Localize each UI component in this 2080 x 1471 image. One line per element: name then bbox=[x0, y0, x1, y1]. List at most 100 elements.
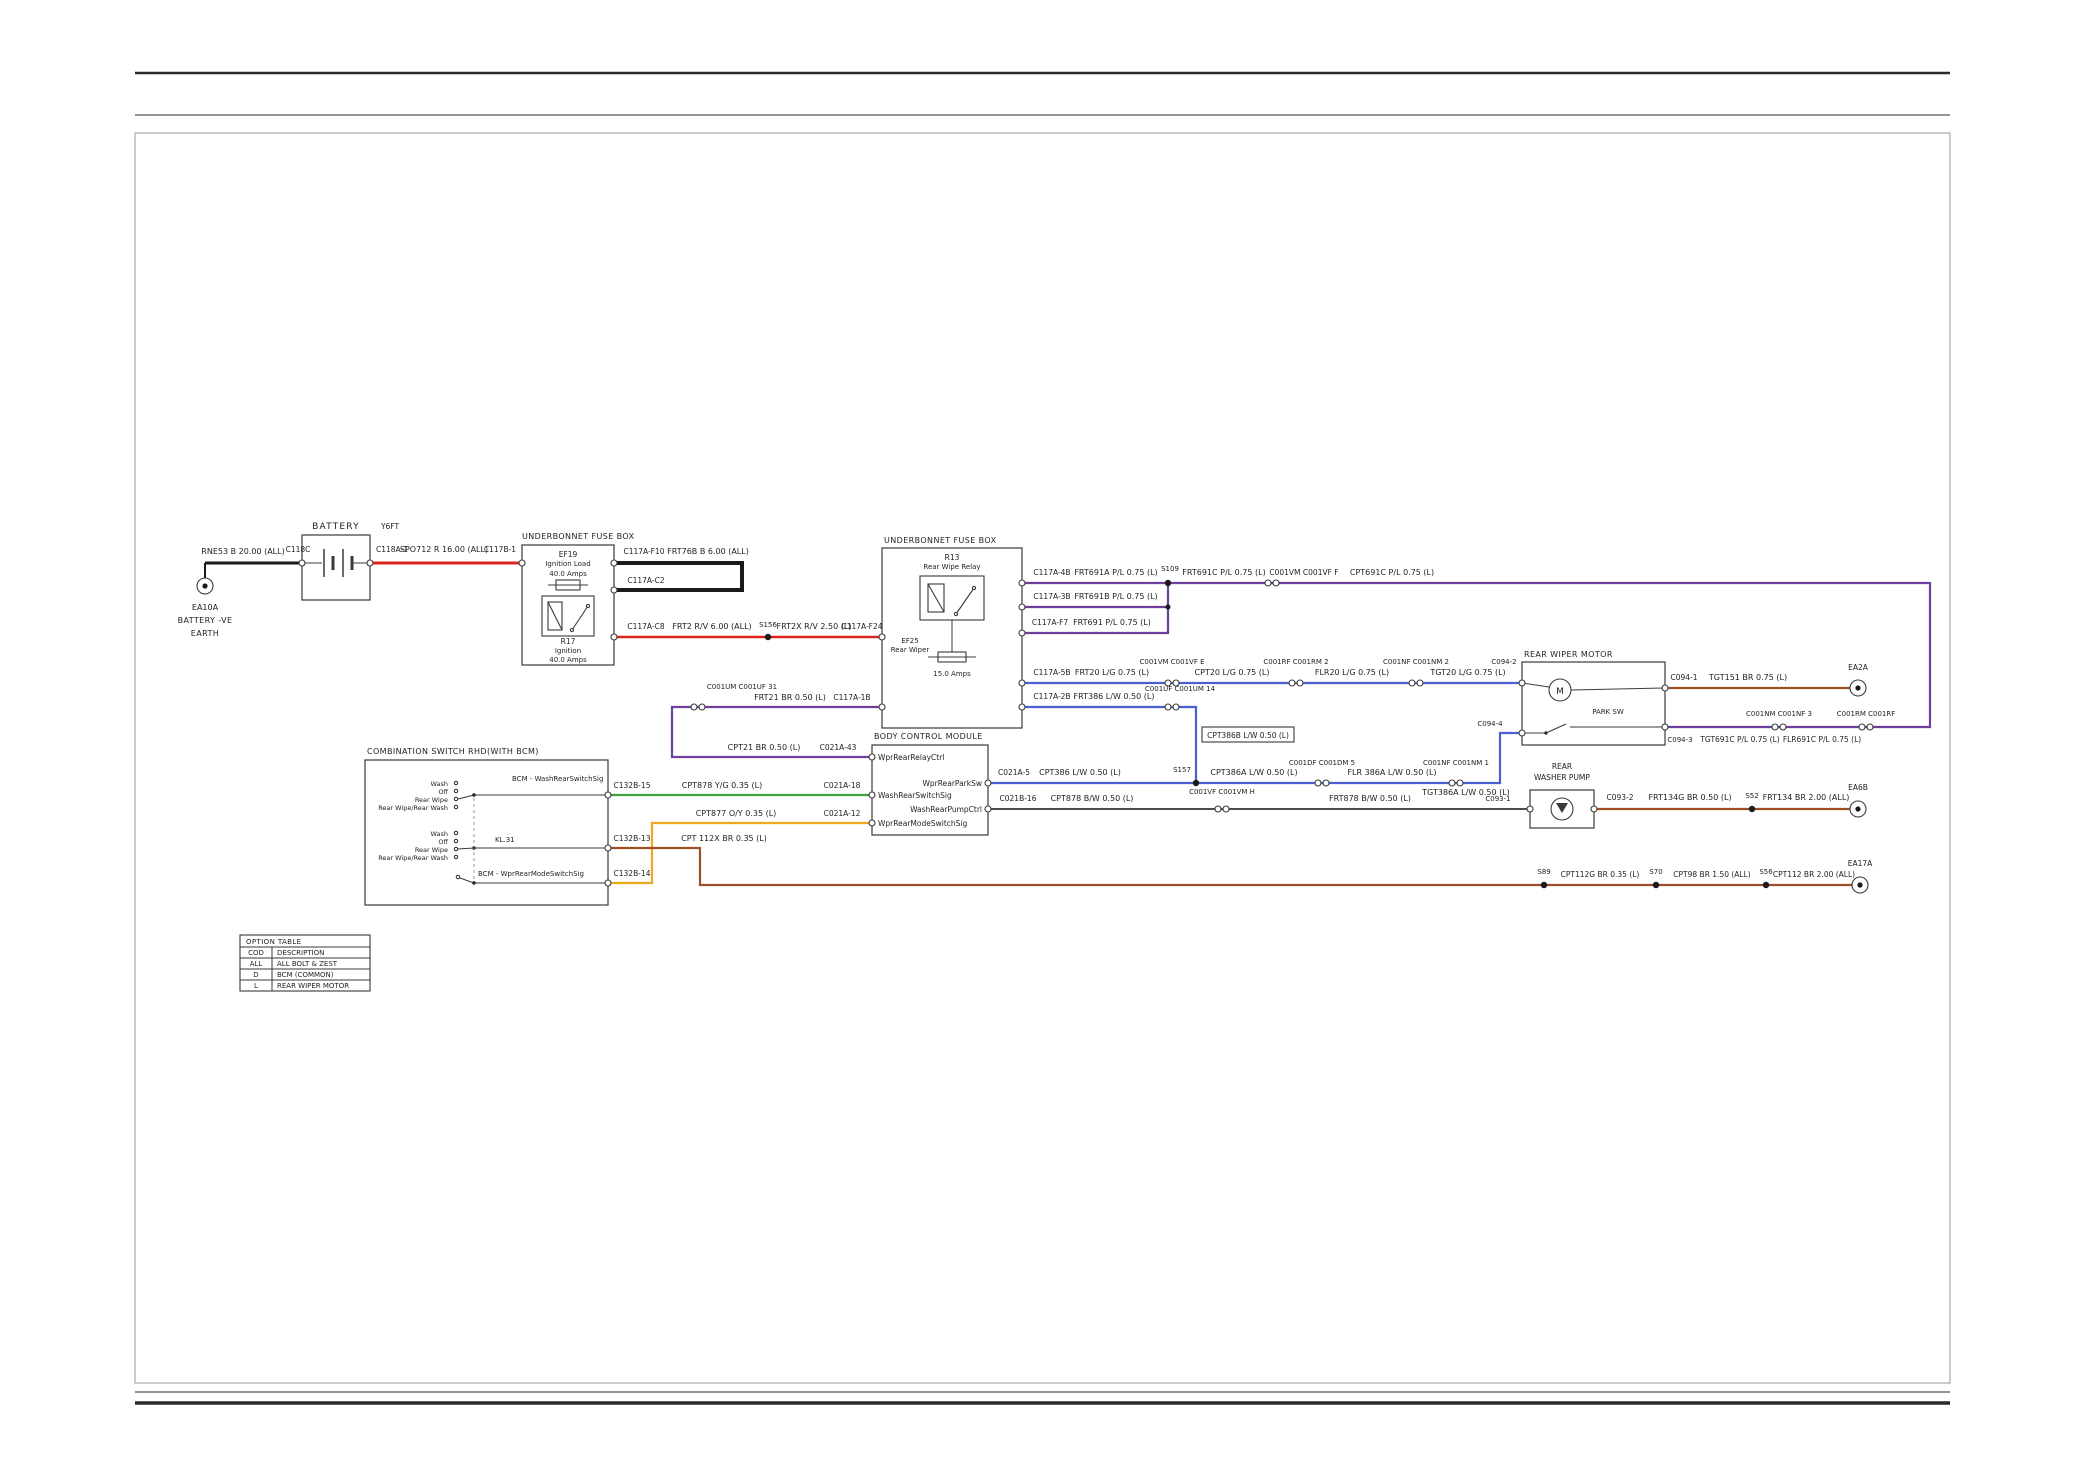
wire-cpt877 bbox=[608, 821, 872, 885]
label-tgt151: TGT151 BR 0.75 (L) bbox=[1708, 673, 1787, 682]
option-row-l-desc: REAR WIPER MOTOR bbox=[277, 982, 349, 990]
fusebox2-relay-id: R13 bbox=[945, 553, 960, 562]
conn-c094-4 bbox=[1518, 729, 1526, 737]
label-tgt386a: TGT386A L/W 0.50 (L) bbox=[1421, 788, 1510, 797]
fusebox2-fuse-name: Rear Wiper bbox=[891, 646, 930, 654]
conn-c001nm3-label: C001NM C001NF 3 bbox=[1746, 710, 1812, 718]
conn-c001vm-e bbox=[1164, 679, 1172, 687]
label-flr20: FLR20 L/G 0.75 (L) bbox=[1315, 668, 1389, 677]
option-row-l-code: L bbox=[254, 982, 258, 990]
label-cpt691c: CPT691C P/L 0.75 (L) bbox=[1350, 568, 1434, 577]
splice-s109-label: S109 bbox=[1161, 565, 1179, 573]
wiper-motor-box bbox=[1521, 661, 1666, 746]
conn-c117b1 bbox=[518, 559, 526, 567]
label-cpt877: CPT877 O/Y 0.35 (L) bbox=[696, 809, 777, 818]
label-frt386: FRT386 L/W 0.50 (L) bbox=[1074, 692, 1155, 701]
ground-ea17a: EA17A bbox=[1848, 859, 1873, 894]
conn-c132b14 bbox=[604, 879, 612, 887]
conn-c001nf1-label: C001NF C001NM 1 bbox=[1423, 759, 1489, 767]
label-frt691c: FRT691C P/L 0.75 (L) bbox=[1182, 568, 1265, 577]
ground-ea10a: EA10A BATTERY -VE EARTH bbox=[178, 577, 233, 638]
ground-ea10a-name1: BATTERY -VE bbox=[178, 616, 233, 625]
splice-s52 bbox=[1748, 805, 1756, 813]
conn-c117ac2 bbox=[610, 586, 618, 594]
fusebox1-fuse-name: Ignition Load bbox=[545, 560, 590, 568]
conn-c001nf-1 bbox=[1448, 779, 1456, 787]
conn-c117ac2-label: C117A-C2 bbox=[627, 576, 664, 585]
option-row-all-desc: ALL BOLT & ZEST bbox=[277, 960, 338, 968]
washer-pump-title2: WASHER PUMP bbox=[1534, 773, 1590, 782]
fusebox2-title: UNDERBONNET FUSE BOX bbox=[884, 536, 997, 545]
conn-c117a5b-label: C117A-5B bbox=[1033, 668, 1070, 677]
fusebox1-box bbox=[521, 544, 615, 666]
fusebox2-fuse-id: EF25 bbox=[901, 637, 918, 645]
label-frt2: FRT2 R/V 6.00 (ALL) bbox=[672, 622, 751, 631]
wire-frt691 bbox=[1022, 607, 1170, 635]
conn-c094-3-label: C094-3 bbox=[1667, 736, 1692, 744]
bcm-title: BODY CONTROL MODULE bbox=[874, 732, 983, 741]
conn-c117af7 bbox=[1018, 629, 1026, 637]
option-table-title: OPTION TABLE bbox=[246, 938, 302, 946]
splice-s156 bbox=[764, 633, 772, 641]
switch-symbol-1 bbox=[453, 780, 608, 810]
conn-c094-2-label: C094-2 bbox=[1491, 658, 1516, 666]
bcm-component: BODY CONTROL MODULE WprRearRelayCtrl Wpr… bbox=[871, 732, 989, 836]
fusebox2-fuse-rating: 15.0 Amps bbox=[933, 670, 971, 678]
rear-washer-pump-component: REAR WASHER PUMP bbox=[1529, 762, 1595, 829]
option-table-col1: COD bbox=[248, 949, 264, 957]
conn-c001rm bbox=[1858, 723, 1866, 731]
conn-c117a2b-label: C117A-2B bbox=[1033, 692, 1070, 701]
option-table-border bbox=[239, 934, 371, 992]
label-cpt21: CPT21 BR 0.50 (L) bbox=[728, 743, 801, 752]
wire-frt76b bbox=[614, 561, 744, 592]
label-flr386a: FLR 386A L/W 0.50 (L) bbox=[1347, 768, 1436, 777]
conn-c132b13 bbox=[604, 844, 612, 852]
label-frt21: FRT21 BR 0.50 (L) bbox=[754, 693, 826, 702]
conn-c094-2 bbox=[1518, 679, 1526, 687]
rear-wiper-motor-component: REAR WIPER MOTOR M PARK SW bbox=[1521, 650, 1666, 746]
comb-switch-box bbox=[364, 759, 609, 906]
fusebox1-relay-id: R17 bbox=[561, 637, 576, 646]
label-frt691a: FRT691A P/L 0.75 (L) bbox=[1074, 568, 1157, 577]
conn-c117a3b bbox=[1018, 603, 1026, 611]
label-tgt20: TGT20 L/G 0.75 (L) bbox=[1429, 668, 1505, 677]
conn-c021a18 bbox=[868, 791, 876, 799]
conn-c118c bbox=[298, 559, 306, 567]
conn-c117a1b bbox=[878, 703, 886, 711]
conn-c001nf2-label: C001NF C001NM 2 bbox=[1383, 658, 1449, 666]
label-cpt20: CPT20 L/G 0.75 (L) bbox=[1195, 668, 1270, 677]
wire-frt21-cpt21 bbox=[670, 705, 882, 759]
conn-c117a4b bbox=[1018, 579, 1026, 587]
kl31-label: KL.31 bbox=[495, 836, 515, 844]
conn-c021a5 bbox=[984, 779, 992, 787]
fusebox2-component: UNDERBONNET FUSE BOX R13 Rear Wipe Relay… bbox=[881, 536, 1023, 729]
conn-c132b13-label: C132B-13 bbox=[614, 834, 651, 843]
conn-c021a43-label: C021A-43 bbox=[820, 743, 857, 752]
sw1-pos-wipewash: Rear Wipe/Rear Wash bbox=[378, 804, 448, 812]
conn-c117ac8 bbox=[610, 633, 618, 641]
option-row-all-code: ALL bbox=[250, 960, 263, 968]
conn-c001vf-h bbox=[1214, 805, 1222, 813]
conn-c094-3 bbox=[1661, 723, 1669, 731]
fusebox1-fuse-rating: 40.0 Amps bbox=[549, 570, 587, 578]
splice-s89-label: S89 bbox=[1537, 868, 1550, 876]
bcm-box bbox=[871, 744, 989, 836]
switch-symbol-2 bbox=[453, 830, 608, 860]
relay-symbol-r17 bbox=[541, 595, 595, 637]
conn-c001vm-f-label: C001VM C001VF F bbox=[1269, 568, 1338, 577]
conn-c117a2b bbox=[1018, 703, 1026, 711]
splice-s89 bbox=[1540, 881, 1548, 889]
label-cpt386: CPT386 L/W 0.50 (L) bbox=[1039, 768, 1121, 777]
splice-s52-label: S52 bbox=[1745, 792, 1758, 800]
conn-c021a12-label: C021A-12 bbox=[824, 809, 861, 818]
splice-s157 bbox=[1192, 779, 1200, 787]
sig2-label: BCM - WprRearModeSwitchSig bbox=[478, 870, 584, 878]
battery-title: BATTERY bbox=[312, 522, 360, 532]
conn-c001nf-2 bbox=[1408, 679, 1416, 687]
conn-c021b16-label: C021B-16 bbox=[1000, 794, 1037, 803]
park-switch-symbol bbox=[1522, 723, 1665, 735]
conn-c001um31-label: C001UM C001UF 31 bbox=[707, 683, 777, 691]
park-sw-label: PARK SW bbox=[1592, 708, 1624, 716]
